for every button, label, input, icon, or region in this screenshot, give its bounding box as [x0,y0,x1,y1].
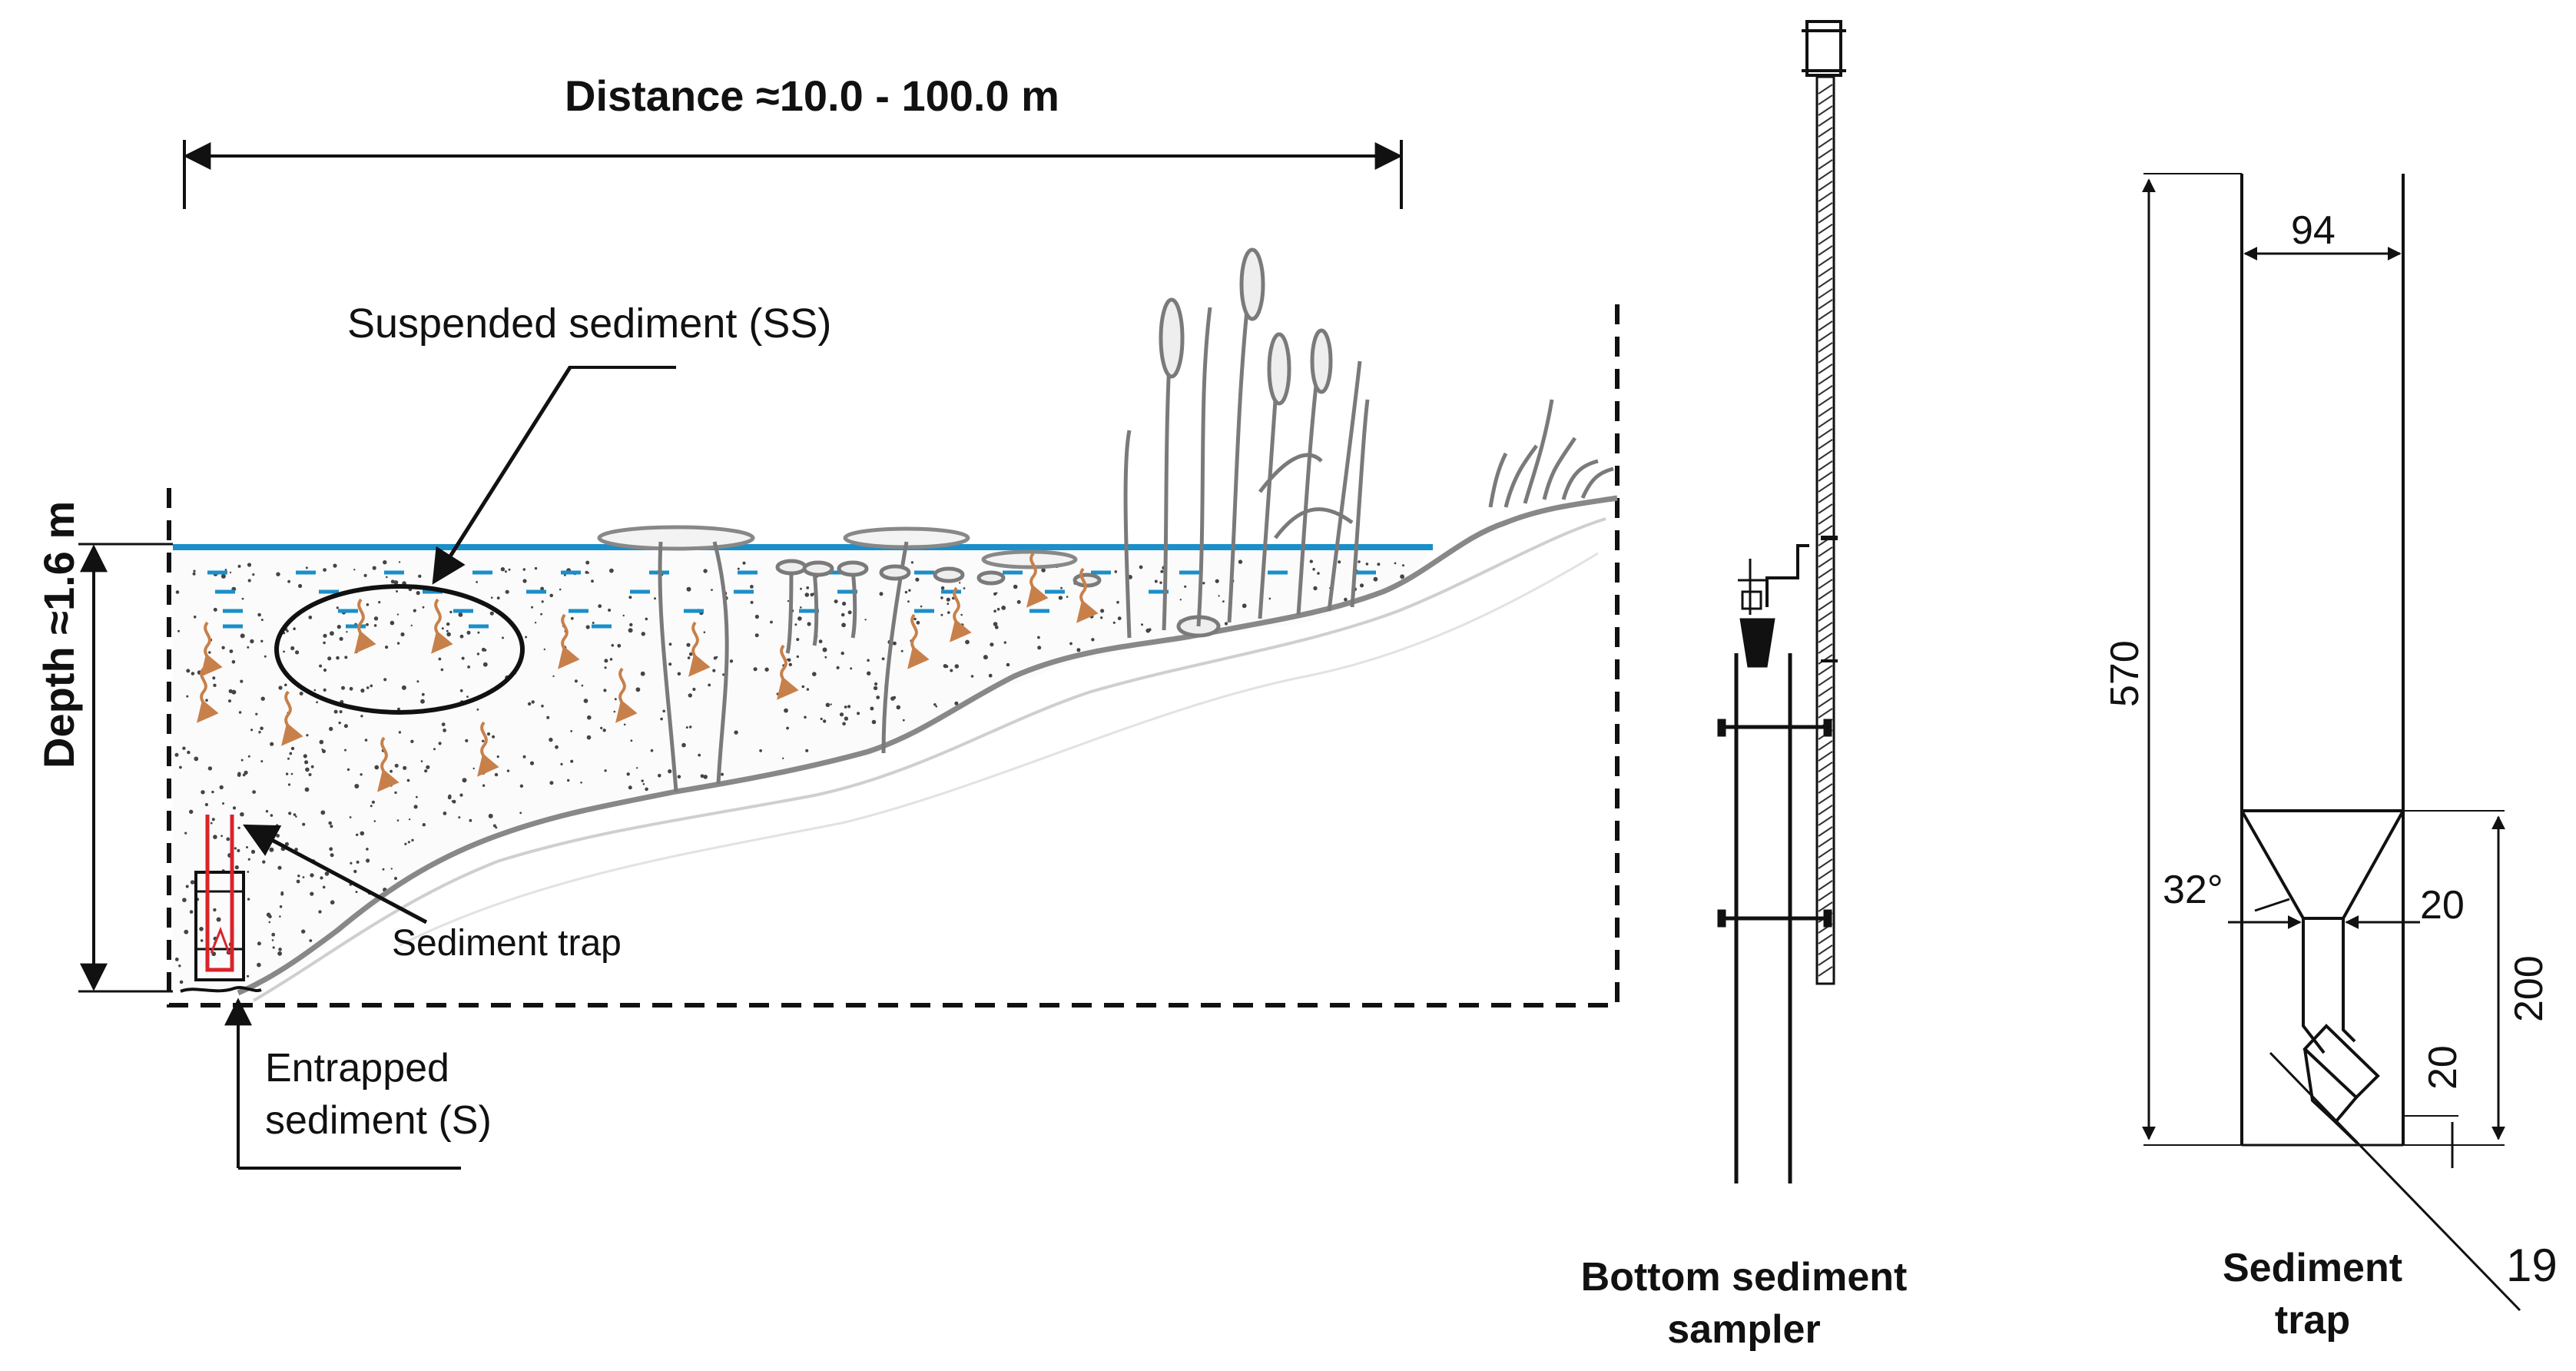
dim-neck-20: 20 [2420,883,2465,928]
bottom-sediment-sampler [1717,20,1846,1183]
water-dashes [207,570,1376,629]
dim-lower-200: 200 [2507,955,2551,1022]
depth-label: Depth ≈1.6 m [35,500,83,768]
dim-angle-32: 32° [2163,868,2223,912]
sampler-caption-line1: Bottom sediment [1580,1255,1908,1300]
section-frame [167,304,1620,1008]
dim-small-20: 20 [2421,1045,2465,1090]
bottom-profile-shadow [252,517,1606,1002]
trap-caption-line1: Sediment [2222,1246,2403,1290]
suspended-sediment-arrow [432,366,572,585]
entrapped-label-line1: Entrapped [265,1046,449,1090]
sediment-trap-pointer [243,824,428,925]
sediment-trap [180,815,262,993]
bottom-profile-shadow-2 [399,552,1599,947]
settling-particles [197,552,1099,792]
dim-height-570: 570 [2103,640,2147,707]
dim-diagonal-19: 19 [2506,1240,2558,1291]
suspended-sediment-region [274,584,525,715]
bottom-profile [237,495,1618,996]
suspended-sediment-label: Suspended sediment (SS) [347,300,832,347]
sediment-trap-drawing [2142,173,2521,1312]
entrapped-label-line2: sediment (S) [265,1098,492,1143]
trap-caption-line2: trap [2274,1298,2351,1343]
lake-section [78,140,1620,1170]
distance-label: Distance ≈10.0 - 100.0 m [565,71,1059,120]
vegetation [597,247,1614,792]
sampler-caption-line2: sampler [1667,1307,1821,1352]
sediment-trap-label: Sediment trap [392,923,622,964]
dim-width-94: 94 [2291,208,2336,253]
water-body [173,547,1433,991]
